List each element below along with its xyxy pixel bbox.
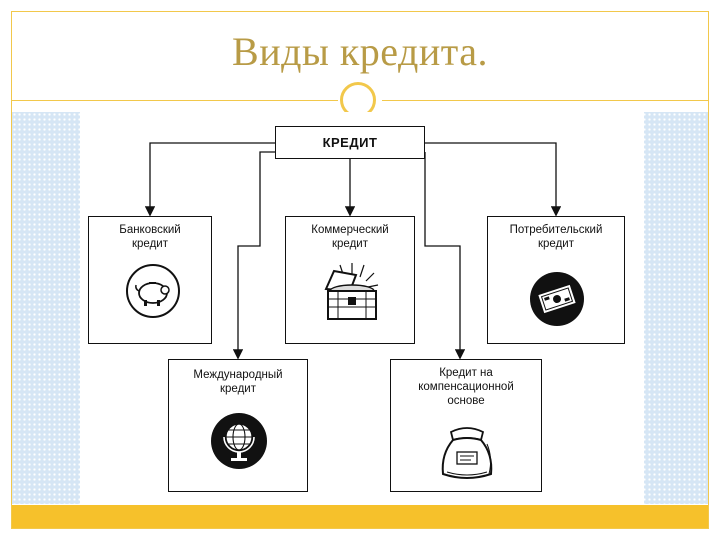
slide-title: Виды кредита.: [232, 29, 488, 74]
node-bank-label: Банковский кредит: [119, 224, 181, 250]
node-compensation-label: Кредит на компенсационной основе: [418, 367, 514, 407]
globe-icon: [211, 413, 267, 469]
node-compensation-credit: Кредит на компенсационной основе: [390, 359, 542, 492]
bottom-accent-band: [12, 505, 708, 528]
root-label: КРЕДИТ: [322, 134, 378, 150]
title-rule-right: [382, 100, 709, 101]
node-consumer-label: Потребительский кредит: [509, 224, 603, 250]
treasure-chest-icon: [324, 263, 379, 320]
banknote-icon: [530, 272, 584, 326]
node-international-credit: Международный кредит: [168, 359, 308, 492]
node-bank-credit: Банковский кредит: [88, 216, 212, 344]
sack-icon: [441, 427, 493, 479]
title-rule-left: [11, 100, 338, 101]
node-commercial-credit: Коммерческий кредит: [285, 216, 415, 344]
piggy-bank-icon: [126, 264, 180, 318]
node-consumer-credit: Потребительский кредит: [487, 216, 625, 344]
connector-lines: [144, 142, 562, 360]
credit-types-diagram: КРЕДИТ Банковский кредит Коммерческий кр…: [80, 112, 644, 504]
node-commercial-label: Коммерческий кредит: [311, 224, 389, 250]
slide-frame: [11, 11, 709, 529]
node-international-label: Международный кредит: [193, 369, 283, 395]
root-node: КРЕДИТ: [275, 126, 425, 159]
